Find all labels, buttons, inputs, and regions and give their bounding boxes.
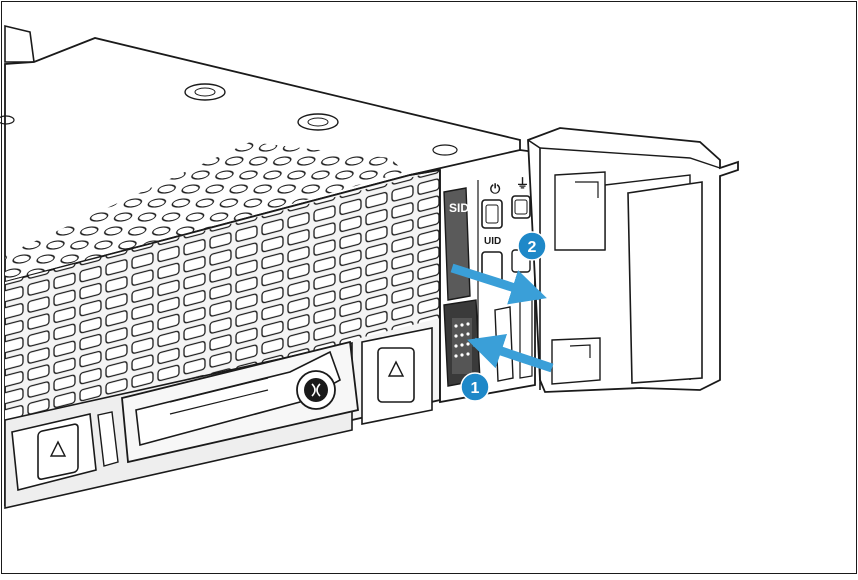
step-2-label: 2 (528, 239, 537, 256)
module-slot (494, 306, 514, 382)
remove-arrow (450, 263, 547, 305)
drive-release-button (37, 423, 79, 480)
step-2-callout: 2 (517, 231, 547, 261)
health-led (511, 195, 531, 219)
drive-release-button (377, 347, 415, 403)
bracket-window (554, 171, 606, 251)
drive-handle (135, 350, 341, 447)
power-icon: ⏻ (490, 181, 501, 196)
rear-bracket (4, 24, 35, 63)
bezel-grille (5, 170, 440, 420)
insert-arrow (467, 334, 554, 373)
step-1-label: 1 (471, 380, 480, 397)
cover-screw (184, 83, 226, 101)
bracket-lower-window (551, 337, 601, 385)
cover-screw (297, 113, 339, 131)
network-icon: ⏚ (516, 176, 529, 191)
uid-label: UID (484, 236, 501, 247)
step-1-callout: 1 (460, 372, 490, 402)
power-button (481, 199, 503, 229)
numbered-callout-icon (517, 231, 547, 261)
sid-label: SID (449, 201, 469, 215)
numbered-callout-icon (460, 372, 490, 402)
